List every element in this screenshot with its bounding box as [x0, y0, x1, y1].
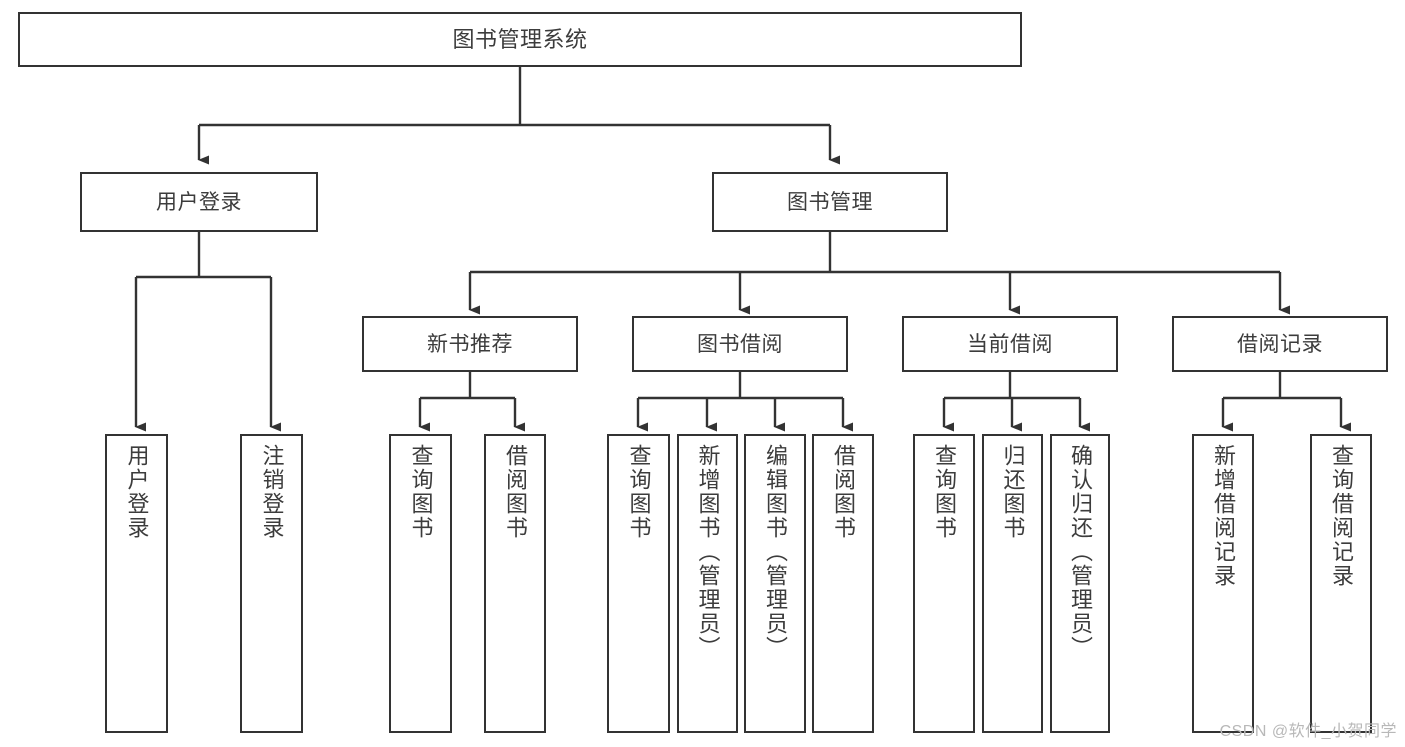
leaf-current-borrow-return[interactable]: 归还图书 — [982, 434, 1043, 733]
leaf-book-borrow-borrow[interactable]: 借阅图书 — [812, 434, 874, 733]
node-label: 借阅图书 — [830, 444, 856, 540]
node-label: 查询图书 — [931, 444, 957, 540]
node-new-book-recommend[interactable]: 新书推荐 — [362, 316, 578, 372]
node-book-management[interactable]: 图书管理 — [712, 172, 948, 232]
leaf-current-borrow-query[interactable]: 查询图书 — [913, 434, 975, 733]
node-label: 查询图书 — [408, 444, 434, 540]
node-label: 归还图书 — [1000, 444, 1026, 540]
node-current-borrow[interactable]: 当前借阅 — [902, 316, 1118, 372]
node-label: 用户登录 — [156, 190, 242, 214]
node-label: 借阅图书 — [502, 444, 528, 540]
leaf-book-borrow-edit[interactable]: 编辑图书（管理员） — [744, 434, 806, 733]
leaf-user-login-login[interactable]: 用户登录 — [105, 434, 168, 733]
node-borrow-record[interactable]: 借阅记录 — [1172, 316, 1388, 372]
node-label: 图书管理系统 — [452, 26, 588, 52]
leaf-borrow-record-add[interactable]: 新增借阅记录 — [1192, 434, 1254, 733]
leaf-new-book-borrow[interactable]: 借阅图书 — [484, 434, 546, 733]
node-label: 新增借阅记录 — [1210, 444, 1236, 588]
leaf-user-login-logout[interactable]: 注销登录 — [240, 434, 303, 733]
leaf-borrow-record-query[interactable]: 查询借阅记录 — [1310, 434, 1372, 733]
watermark: CSDN @软件_小贺同学 — [1219, 723, 1397, 740]
node-user-login[interactable]: 用户登录 — [80, 172, 318, 232]
leaf-current-borrow-confirm-return[interactable]: 确认归还（管理员） — [1050, 434, 1110, 733]
node-label: 新增图书（管理员） — [695, 444, 721, 660]
node-label: 查询图书 — [626, 444, 652, 540]
leaf-book-borrow-query[interactable]: 查询图书 — [607, 434, 670, 733]
node-label: 查询借阅记录 — [1328, 444, 1354, 588]
node-label: 注销登录 — [259, 444, 285, 540]
node-label: 新书推荐 — [427, 332, 513, 356]
node-root-system[interactable]: 图书管理系统 — [18, 12, 1022, 67]
node-label: 当前借阅 — [967, 332, 1053, 356]
node-label: 用户登录 — [124, 444, 150, 540]
node-book-borrow[interactable]: 图书借阅 — [632, 316, 848, 372]
leaf-book-borrow-add[interactable]: 新增图书（管理员） — [677, 434, 738, 733]
node-label: 确认归还（管理员） — [1067, 444, 1093, 660]
node-label: 借阅记录 — [1237, 332, 1323, 356]
node-label: 编辑图书（管理员） — [762, 444, 788, 660]
node-label: 图书管理 — [787, 190, 873, 214]
leaf-new-book-query[interactable]: 查询图书 — [389, 434, 452, 733]
node-label: 图书借阅 — [697, 332, 783, 356]
